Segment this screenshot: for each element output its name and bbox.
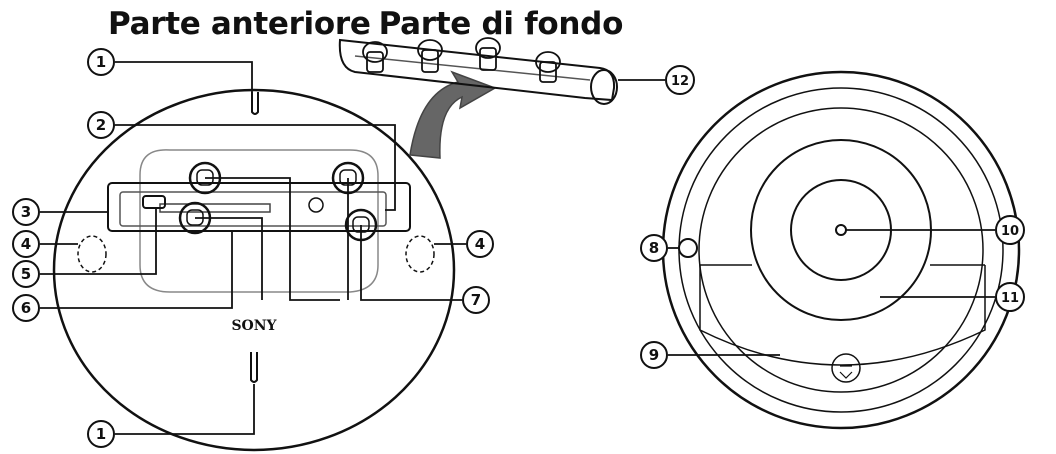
- dock-bar-feet: [362, 37, 561, 83]
- svg-text:3: 3: [21, 203, 31, 221]
- front-leaders: [40, 61, 466, 435]
- callout-3: 3: [12, 198, 40, 226]
- svg-text:1: 1: [96, 425, 106, 443]
- dock-plate: [107, 182, 411, 232]
- bottom-view: [661, 70, 1021, 430]
- svg-text:12: 12: [671, 74, 689, 89]
- side-speaker-right: [405, 235, 435, 273]
- svg-text:2: 2: [96, 116, 106, 134]
- front-body-outline: [52, 88, 456, 452]
- brand-logo: SONY: [231, 318, 277, 334]
- callout-11: 11: [995, 282, 1025, 312]
- callout-12: 12: [665, 65, 695, 95]
- dock-latch: [142, 195, 166, 209]
- dock-inner: [119, 191, 387, 227]
- svg-text:1: 1: [96, 53, 106, 71]
- latch-arrow-icon: [839, 365, 853, 379]
- callout-8: 8: [640, 234, 668, 262]
- title-bottom: Parte di fondo: [378, 6, 624, 42]
- svg-text:10: 10: [1001, 224, 1019, 239]
- callout-4-right: 4: [466, 230, 494, 258]
- svg-text:6: 6: [21, 299, 31, 317]
- side-speaker-left: [77, 235, 107, 273]
- bottom-side-jack: [678, 238, 698, 258]
- callout-4-left: 4: [12, 230, 40, 258]
- callout-5: 5: [12, 260, 40, 288]
- callout-10: 10: [995, 215, 1025, 245]
- callouts: 1 2 3 4 4 5 6 7 1 12 8 10 11 9: [12, 48, 1025, 448]
- callout-9: 9: [640, 341, 668, 369]
- dock-slot: [159, 203, 271, 213]
- detached-dock-part: [338, 37, 665, 159]
- callout-6: 6: [12, 294, 40, 322]
- top-light-indicator: [251, 92, 259, 115]
- bottom-light-indicator: [250, 352, 258, 383]
- callout-7: 7: [462, 286, 490, 314]
- bottom-latch-button: [831, 353, 861, 383]
- svg-text:7: 7: [471, 291, 481, 309]
- callout-1-top: 1: [87, 48, 115, 76]
- svg-text:9: 9: [649, 346, 659, 364]
- svg-text:4: 4: [475, 235, 485, 253]
- bottom-screw-hole: [835, 224, 847, 236]
- bottom-ring-2: [678, 87, 1004, 413]
- svg-text:8: 8: [649, 239, 659, 257]
- dock-recess: [139, 149, 379, 293]
- svg-text:11: 11: [1001, 291, 1019, 306]
- dock-bar-end: [590, 69, 618, 105]
- battery-cover-outline: [699, 265, 986, 366]
- callout-2: 2: [87, 111, 115, 139]
- dock-connector-dot: [308, 197, 324, 213]
- bottom-leaders: [668, 229, 995, 356]
- bottom-outer-ring: [661, 70, 1021, 430]
- bottom-ring-3: [698, 107, 984, 393]
- dock-bar-edge: [354, 55, 591, 81]
- feet: [178, 161, 378, 242]
- svg-text:4: 4: [21, 235, 31, 253]
- title-front: Parte anteriore: [108, 6, 371, 42]
- svg-text:5: 5: [21, 265, 31, 283]
- arrow-rotate: [409, 70, 497, 159]
- callout-1-bottom: 1: [87, 420, 115, 448]
